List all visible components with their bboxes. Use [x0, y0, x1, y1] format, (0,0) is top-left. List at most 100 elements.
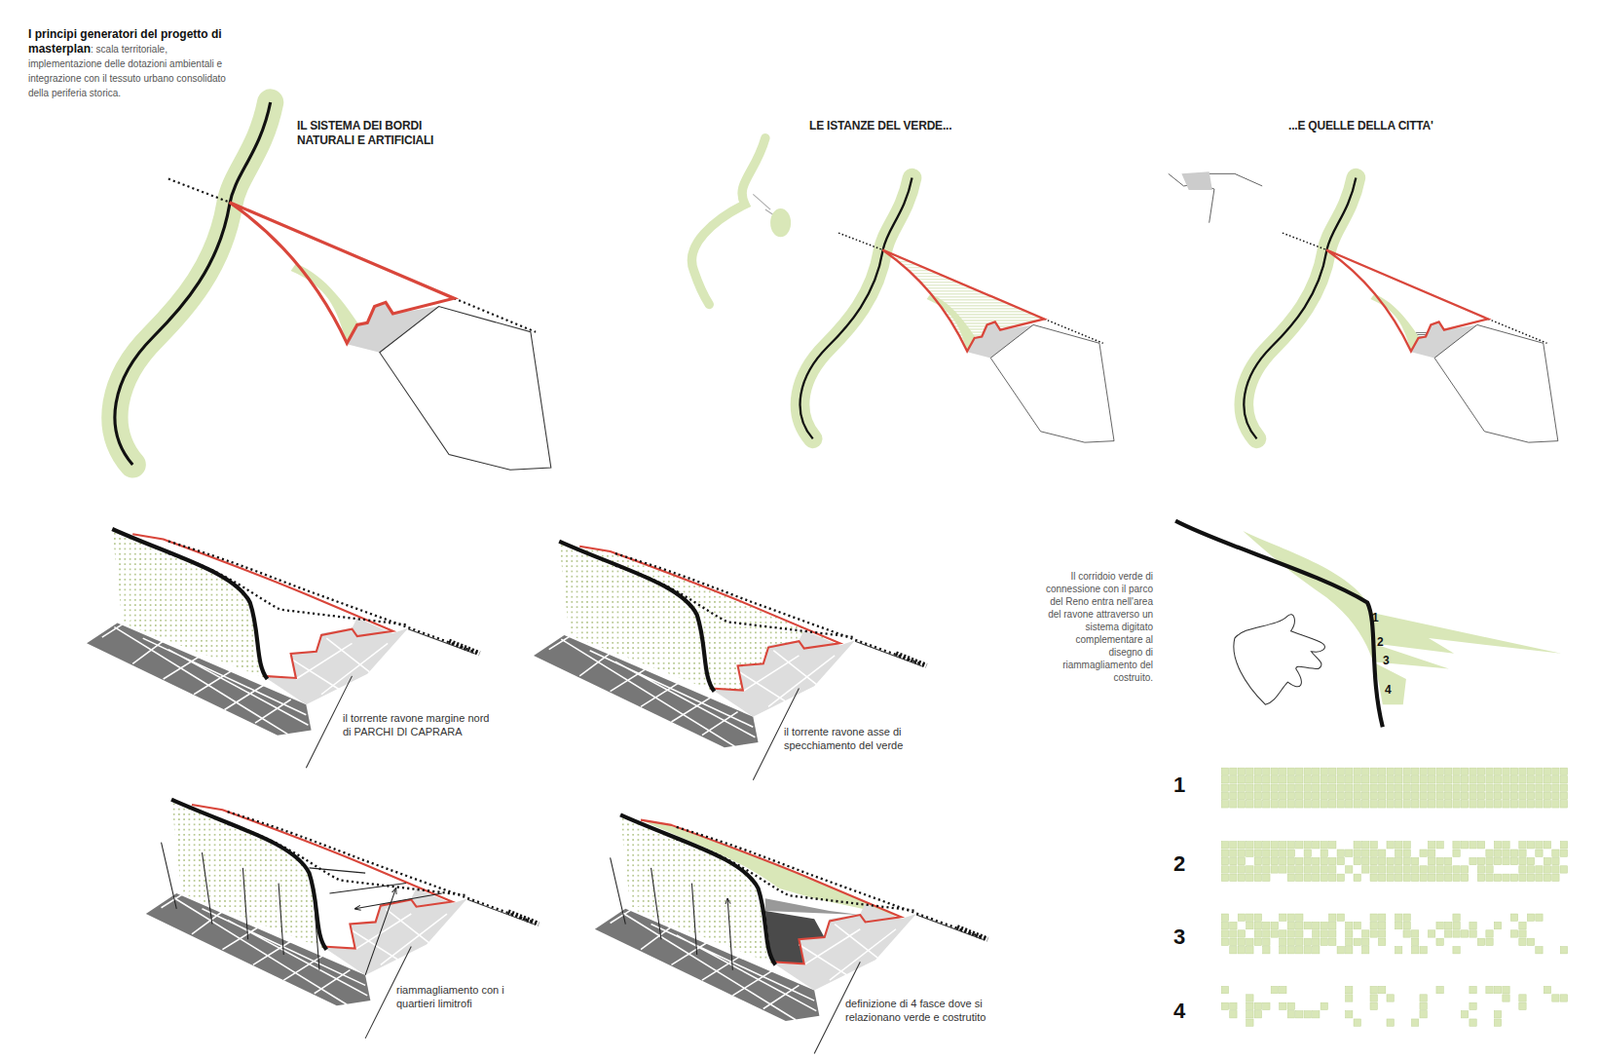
pattern-cell	[1526, 865, 1534, 873]
pattern-cell	[1237, 767, 1245, 775]
pattern-cell	[1452, 849, 1460, 856]
pattern-cell	[1403, 865, 1411, 873]
pattern-cell	[1427, 849, 1435, 856]
pattern-cell	[1270, 921, 1278, 929]
pattern-cell	[1436, 791, 1444, 799]
pattern-cell	[1287, 873, 1295, 881]
pattern-cell	[1370, 994, 1377, 1002]
pattern-cell	[1403, 873, 1411, 881]
pattern-cell	[1411, 937, 1418, 945]
pattern-cell	[1386, 873, 1394, 881]
pattern-cell	[1543, 783, 1551, 791]
pattern-cell	[1263, 937, 1270, 945]
pattern-cell	[1403, 921, 1411, 929]
pattern-cell	[1312, 873, 1320, 881]
pattern-cell	[1403, 776, 1411, 783]
pattern-cell	[1493, 767, 1501, 775]
pattern-cell	[1386, 994, 1394, 1002]
pattern-cell	[1560, 767, 1567, 775]
pattern-cell	[1543, 776, 1551, 783]
pattern-cell	[1303, 800, 1311, 808]
pattern-cell	[1419, 800, 1427, 808]
pattern-cell	[1378, 856, 1386, 864]
pattern-cell	[1287, 1002, 1295, 1009]
pattern-cell	[1279, 767, 1287, 775]
pattern-cell	[1526, 767, 1534, 775]
pattern-cell	[1411, 873, 1418, 881]
pattern-cell	[1303, 841, 1311, 849]
pattern-cell	[1560, 841, 1567, 849]
pattern-cell	[1403, 913, 1411, 921]
pattern-cell	[1353, 1018, 1361, 1026]
pattern-cell	[1254, 930, 1262, 937]
pattern-cell	[1270, 856, 1278, 864]
pattern-cell	[1229, 767, 1237, 775]
pattern-cell	[1229, 946, 1237, 954]
pattern-cell	[1419, 946, 1427, 954]
pattern-cell	[1370, 767, 1377, 775]
pattern-cell	[1329, 930, 1337, 937]
pattern-cell	[1386, 865, 1394, 873]
pattern-cell	[1237, 873, 1245, 881]
pattern-cell	[1279, 800, 1287, 808]
pattern-cell	[1386, 791, 1394, 799]
pattern-cell	[1378, 921, 1386, 929]
pattern-cell	[1543, 800, 1551, 808]
pattern-cell	[1486, 791, 1493, 799]
pattern-cell	[1246, 791, 1254, 799]
pattern-cell	[1312, 1010, 1320, 1018]
pattern-cell	[1493, 783, 1501, 791]
pattern-cell	[1254, 776, 1262, 783]
pattern-cell	[1502, 800, 1510, 808]
pattern-rows	[1221, 767, 1567, 1026]
pattern-cell	[1246, 800, 1254, 808]
pattern-cell	[1378, 873, 1386, 881]
pattern-cell	[1519, 767, 1526, 775]
pattern-cell	[1221, 985, 1228, 993]
pattern-cell	[1246, 946, 1254, 954]
pattern-cell	[1303, 937, 1311, 945]
pattern-cell	[1221, 873, 1228, 881]
pattern-cell	[1444, 800, 1452, 808]
pattern-cell	[1394, 873, 1402, 881]
pattern-cell	[1477, 937, 1485, 945]
pattern-cell	[1386, 783, 1394, 791]
pattern-cell	[1493, 849, 1501, 856]
pattern-cell	[1287, 930, 1295, 937]
pattern-cell	[1320, 865, 1328, 873]
pattern-cell	[1526, 783, 1534, 791]
pattern-cell	[1543, 985, 1551, 993]
pattern-cell	[1477, 767, 1485, 775]
pattern-cell	[1502, 994, 1510, 1002]
pattern-cell	[1229, 776, 1237, 783]
pattern-cell	[1303, 791, 1311, 799]
pattern-cell	[1320, 937, 1328, 945]
pattern-cell	[1303, 1010, 1311, 1018]
pattern-cell	[1526, 856, 1534, 864]
pattern-cell	[1560, 994, 1567, 1002]
callout-number: 3	[1382, 653, 1390, 668]
pattern-cell	[1519, 841, 1526, 849]
pattern-cell	[1469, 783, 1477, 791]
pattern-cell	[1403, 791, 1411, 799]
pattern-cell	[1345, 985, 1353, 993]
pattern-cell	[1237, 856, 1245, 864]
pattern-cell	[1246, 849, 1254, 856]
pattern-cell	[1419, 1002, 1427, 1009]
pattern-cell	[1560, 800, 1567, 808]
pattern-cell	[1246, 767, 1254, 775]
pattern-cell	[1519, 865, 1526, 873]
pattern-cell	[1477, 865, 1485, 873]
pattern-cell	[1460, 873, 1468, 881]
pattern-cell	[1519, 800, 1526, 808]
pattern-cell	[1493, 856, 1501, 864]
pattern-cell	[1345, 849, 1353, 856]
pattern-cell	[1279, 946, 1287, 954]
pattern-cell	[1452, 800, 1460, 808]
pattern-cell	[1502, 856, 1510, 864]
pattern-cell	[1460, 1010, 1468, 1018]
pattern-cell	[1345, 1010, 1353, 1018]
caption: il torrente ravone margine nord di PARCH…	[342, 710, 501, 739]
pattern-cell	[1419, 791, 1427, 799]
